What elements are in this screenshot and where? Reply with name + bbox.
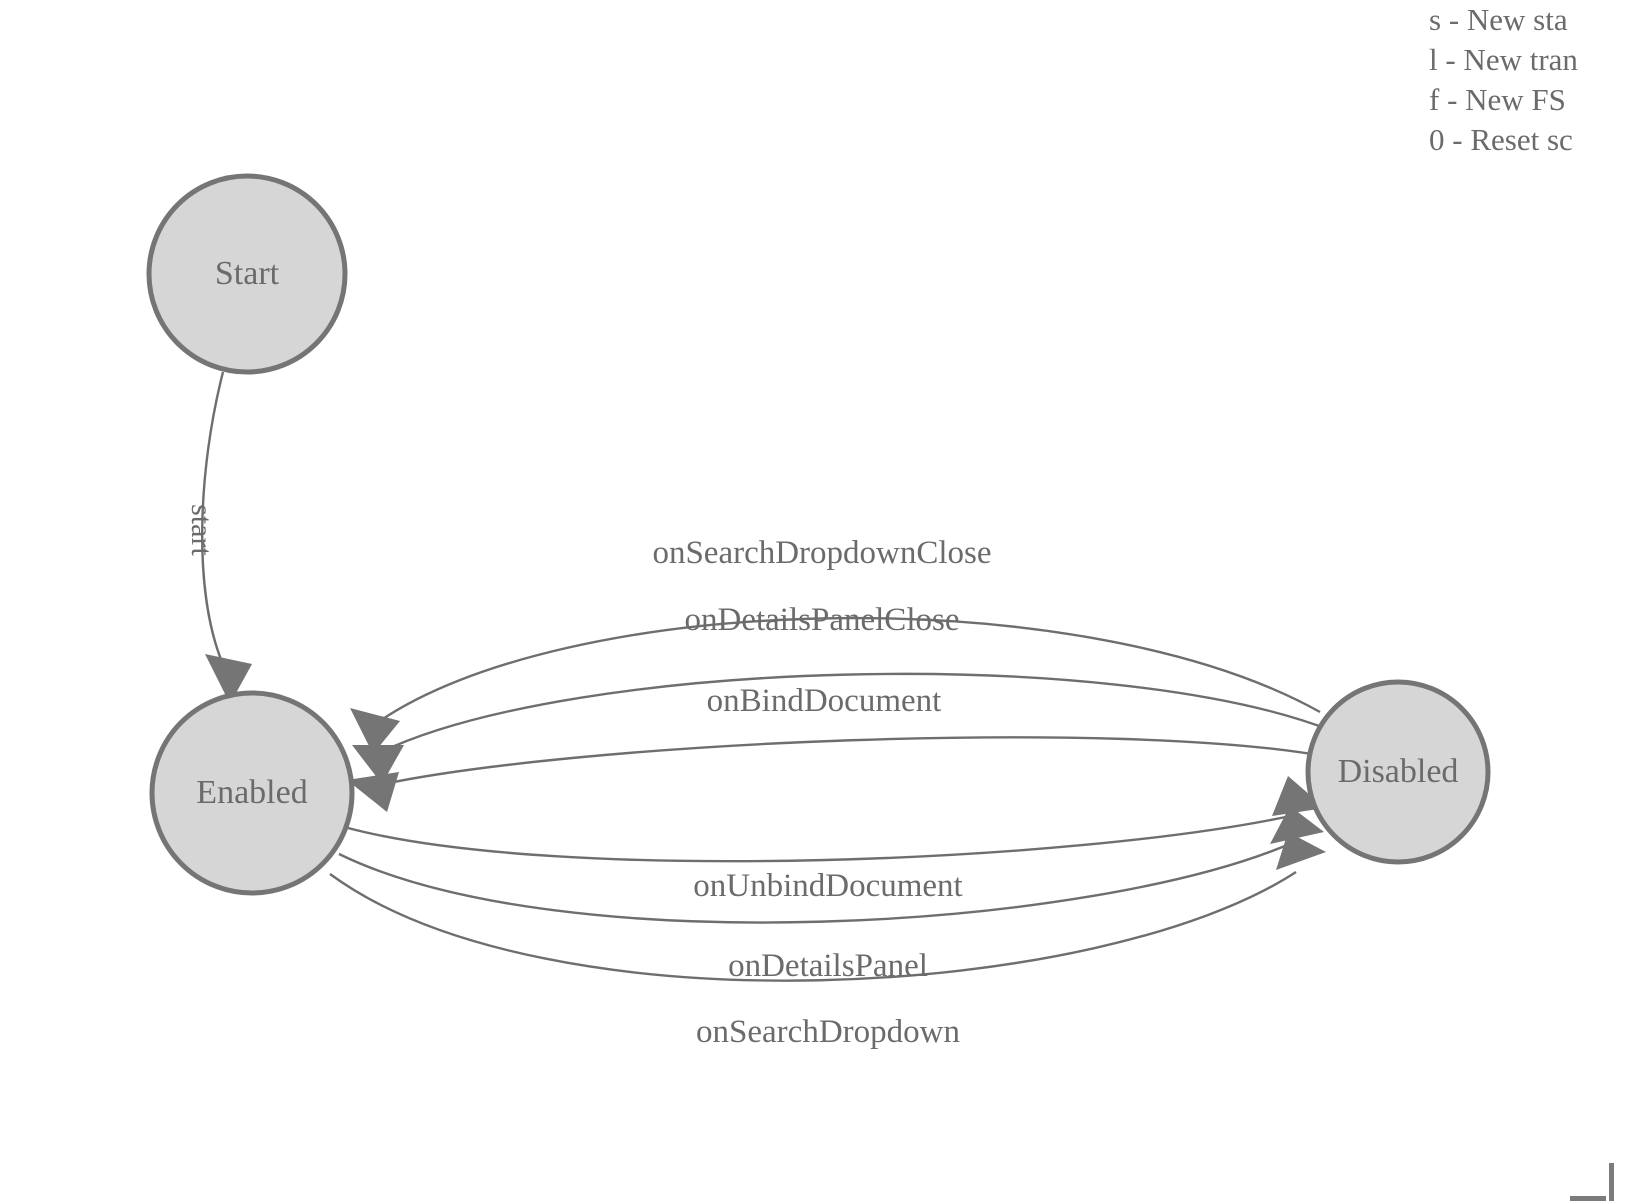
arrowhead-icon bbox=[205, 654, 252, 704]
arrowhead-icon bbox=[350, 708, 400, 754]
edge-label-on-details-panel-close: onDetailsPanelClose bbox=[685, 602, 960, 638]
edge-start[interactable] bbox=[201, 371, 252, 704]
state-node-start[interactable]: Start bbox=[146, 173, 348, 375]
edge-label-on-unbind-document: onUnbindDocument bbox=[693, 868, 962, 904]
arrowhead-icon bbox=[352, 745, 404, 784]
state-label: Start bbox=[215, 255, 280, 292]
edge-path bbox=[373, 616, 1321, 726]
state-circle bbox=[146, 173, 348, 375]
edge-path bbox=[329, 870, 1297, 982]
help-line-new-transition: l - New tran bbox=[1429, 42, 1578, 77]
edge-label-on-search-dropdown-close: onSearchDropdownClose bbox=[652, 535, 991, 571]
edge-on-details-panel-close[interactable] bbox=[352, 672, 1331, 784]
edge-label-start: start bbox=[185, 504, 218, 556]
edge-path bbox=[201, 371, 225, 663]
state-node-disabled[interactable]: Disabled bbox=[1305, 679, 1491, 865]
state-label: Disabled bbox=[1338, 753, 1459, 790]
state-label: Enabled bbox=[196, 774, 307, 811]
state-circle bbox=[149, 690, 355, 896]
corner-horizontal-bar bbox=[1570, 1196, 1606, 1201]
edge-on-unbind-document[interactable] bbox=[347, 776, 1325, 863]
help-line-new-fsm: f - New FS bbox=[1429, 82, 1566, 117]
edge-label-on-search-dropdown: onSearchDropdown bbox=[696, 1014, 960, 1050]
help-line-reset: 0 - Reset sc bbox=[1429, 122, 1573, 157]
corner-vertical-bar bbox=[1609, 1163, 1614, 1201]
arrowhead-icon bbox=[1270, 806, 1324, 844]
arrowhead-icon bbox=[347, 772, 399, 812]
edge-on-search-dropdown-close[interactable] bbox=[350, 616, 1321, 754]
edge-path bbox=[347, 813, 1296, 863]
edge-path bbox=[378, 736, 1330, 787]
arrowhead-icon bbox=[1276, 832, 1326, 870]
edge-label-on-bind-document: onBindDocument bbox=[707, 683, 942, 719]
resize-corner-marker[interactable] bbox=[1570, 1157, 1614, 1201]
arrowhead-icon bbox=[1272, 776, 1325, 816]
state-node-enabled[interactable]: Enabled bbox=[149, 690, 355, 896]
edge-path bbox=[380, 672, 1331, 754]
edge-on-details-panel[interactable] bbox=[338, 806, 1324, 924]
edge-label-on-details-panel: onDetailsPanel bbox=[728, 948, 928, 984]
edge-path bbox=[338, 841, 1293, 924]
edge-on-search-dropdown[interactable] bbox=[329, 832, 1326, 982]
edge-on-bind-document[interactable] bbox=[347, 736, 1330, 812]
state-circle bbox=[1305, 679, 1491, 865]
keyboard-shortcut-help: s - New sta l - New tran f - New FS 0 - … bbox=[1429, 0, 1632, 160]
help-line-new-state: s - New sta bbox=[1429, 2, 1568, 37]
